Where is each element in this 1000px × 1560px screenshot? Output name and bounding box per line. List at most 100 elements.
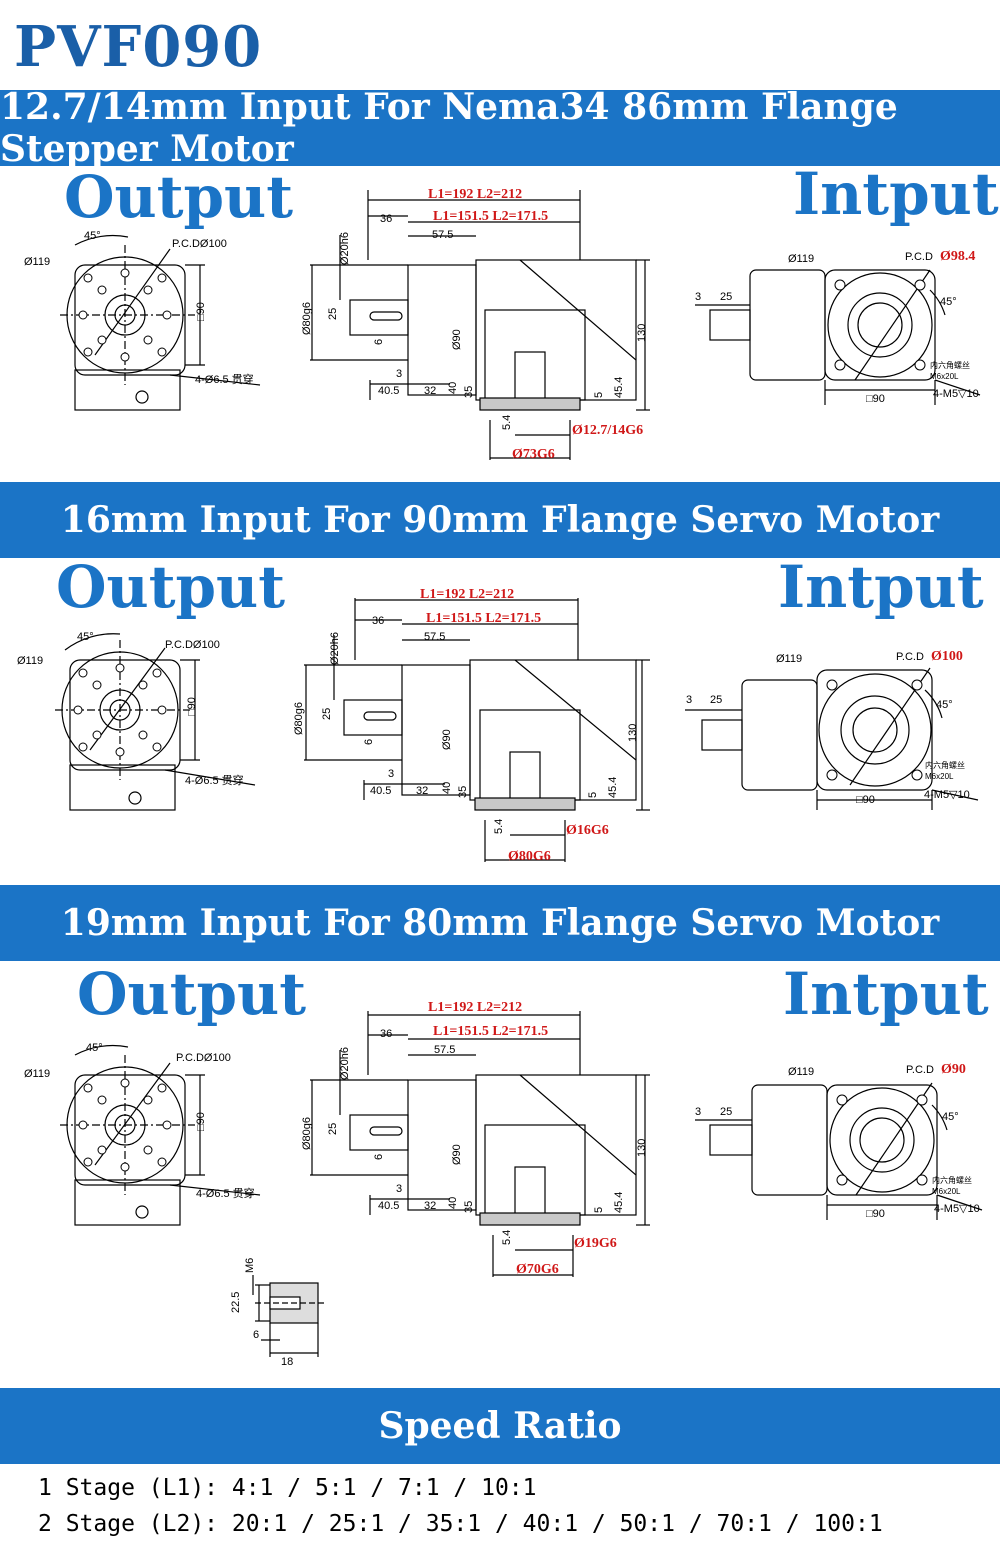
- section-banner-1: 12.7/14mm Input For Nema34 86mm Flange S…: [0, 86, 1000, 170]
- dim-bore: Ø16G6: [566, 823, 609, 838]
- dim-l-total: L1=192 L2=212: [420, 587, 514, 602]
- dim-32: 32: [416, 785, 428, 797]
- side-view-drawing-1: L1=192 L2=212 L1=151.5 L2=171.5 36 57.5 …: [301, 187, 650, 462]
- dim-angle: 45°: [84, 230, 101, 242]
- dim-l-total: L1=192 L2=212: [428, 187, 522, 202]
- dim-pilot: Ø80G6: [508, 849, 551, 864]
- dim-6: 6: [373, 1154, 385, 1160]
- dim-18: 18: [281, 1356, 293, 1368]
- input-view-drawing-1: Ø119 P.C.D Ø98.4 45° 3 25 内六角螺丝 M6x20L □…: [695, 249, 981, 405]
- dim-bore: Ø19G6: [574, 1236, 617, 1251]
- dim-32: 32: [424, 1200, 436, 1212]
- dim-6: 6: [363, 739, 375, 745]
- side-view-drawing-3: L1=192 L2=212 L1=151.5 L2=171.5 36 57.5 …: [301, 1000, 650, 1277]
- dim-shaft-h6: Ø20h6: [339, 232, 351, 265]
- product-title: PVF090: [14, 14, 263, 80]
- dim-57-5: 57.5: [424, 631, 445, 643]
- dim-pcd-value: Ø90: [941, 1062, 966, 1077]
- dim-45-4: 45.4: [607, 777, 619, 798]
- dim-square: □90: [866, 1208, 885, 1220]
- dim-57-5: 57.5: [434, 1044, 455, 1056]
- dim-40: 40: [447, 382, 459, 394]
- dim-90: Ø90: [451, 329, 463, 350]
- dim-5-4: 5.4: [493, 819, 505, 834]
- dim-40: 40: [447, 1197, 459, 1209]
- dim-pilot: Ø73G6: [512, 447, 555, 462]
- stage-2-ratios: 2 Stage (L2): 20:1 / 25:1 / 35:1 / 40:1 …: [38, 1511, 883, 1537]
- dim-25: 25: [710, 694, 722, 706]
- input-view-drawing-2: Ø119 P.C.D Ø100 45° 3 25 内六角螺丝 M6x20L □9…: [685, 649, 979, 810]
- dim-pcd-prefix: P.C.D: [896, 651, 924, 663]
- screw-spec: M6x20L: [930, 372, 959, 381]
- dim-5: 5: [593, 392, 605, 398]
- dim-35: 35: [463, 386, 475, 398]
- stage-1-ratios: 1 Stage (L1): 4:1 / 5:1 / 7:1 / 10:1: [38, 1475, 537, 1501]
- dim-3: 3: [388, 768, 394, 780]
- dim-angle: 45°: [86, 1042, 103, 1054]
- output-label-3: Output: [77, 960, 306, 1028]
- dim-holes: 4-Ø6.5 贯穿: [185, 773, 244, 787]
- dim-bore: Ø12.7/14G6: [572, 423, 643, 438]
- dim-32: 32: [424, 385, 436, 397]
- dim-dia: Ø119: [24, 1068, 50, 1080]
- dim-130: 130: [636, 1139, 648, 1157]
- dim-5: 5: [587, 792, 599, 798]
- side-view-drawing-2: L1=192 L2=212 L1=151.5 L2=171.5 36 57.5 …: [293, 587, 650, 864]
- output-label-1: Output: [64, 163, 293, 231]
- dim-pcd-value: Ø98.4: [940, 249, 975, 264]
- dim-angle: 45°: [77, 631, 94, 643]
- dim-5: 5: [593, 1207, 605, 1213]
- dim-square: □90: [195, 302, 207, 321]
- dim-holes: 4-Ø6.5 贯穿: [195, 372, 254, 386]
- dim-thread: 4-M5▽10: [933, 388, 979, 400]
- dim-130: 130: [636, 324, 648, 342]
- dim-thread: 4-M5▽10: [924, 789, 970, 801]
- dim-dia: Ø119: [17, 655, 43, 667]
- dim-pcd-value: Ø100: [931, 649, 963, 664]
- dim-pilot: Ø70G6: [516, 1262, 559, 1277]
- dim-shaft-h6: Ø20h6: [339, 1047, 351, 1080]
- output-label-2: Output: [56, 553, 285, 621]
- screw-spec: M6x20L: [925, 772, 954, 781]
- dim-5-4: 5.4: [501, 415, 513, 430]
- screw-label: 内六角螺丝: [930, 360, 970, 370]
- dim-dia: Ø119: [788, 1066, 814, 1078]
- speed-ratio-banner: Speed Ratio: [0, 1388, 1000, 1464]
- dim-shaft-h6: Ø20h6: [329, 632, 341, 665]
- dim-holes: 4-Ø6.5 贯穿: [196, 1186, 255, 1200]
- dim-angle: 45°: [936, 699, 953, 711]
- input-view-drawing-3: Ø119 P.C.D Ø90 45° 3 25 内六角螺丝 M6x20L □90…: [695, 1062, 983, 1220]
- dim-45-4: 45.4: [613, 377, 625, 398]
- dim-35: 35: [463, 1201, 475, 1213]
- dim-square: □90: [856, 794, 875, 806]
- dim-3: 3: [695, 1106, 701, 1118]
- dim-dia: Ø119: [788, 253, 814, 265]
- dim-pcd-prefix: P.C.D: [906, 1064, 934, 1076]
- dim-shaft-g6: Ø80g6: [301, 1117, 313, 1150]
- dim-square: □90: [186, 697, 198, 716]
- dim-3: 3: [686, 694, 692, 706]
- speed-ratio-list: 1 Stage (L1): 4:1 / 5:1 / 7:1 / 10:1 2 S…: [38, 1470, 883, 1542]
- shaft-detail-drawing: M6 22.5 6 18: [230, 1258, 325, 1368]
- dim-25: 25: [327, 308, 339, 320]
- output-view-drawing-1: Ø119 45° P.C.DØ100 □90 4-Ø6.5 贯穿: [24, 230, 261, 411]
- dim-pcd-prefix: P.C.D: [905, 251, 933, 263]
- dim-40-5: 40.5: [378, 1200, 399, 1212]
- dim-l-body: L1=151.5 L2=171.5: [426, 611, 541, 626]
- dim-40: 40: [441, 782, 453, 794]
- dim-3: 3: [695, 291, 701, 303]
- dim-l-body: L1=151.5 L2=171.5: [433, 1024, 548, 1039]
- dim-22-5: 22.5: [230, 1292, 242, 1313]
- output-view-drawing-3: Ø119 45° P.C.DØ100 □90 4-Ø6.5 贯穿: [24, 1042, 261, 1226]
- dim-square: □90: [195, 1112, 207, 1131]
- input-label-3: Intput: [783, 960, 989, 1028]
- dim-5-4: 5.4: [501, 1230, 513, 1245]
- dim-40-5: 40.5: [370, 785, 391, 797]
- input-label-2: Intput: [778, 553, 984, 621]
- dim-shaft-g6: Ø80g6: [293, 702, 305, 735]
- output-view-drawing-2: Ø119 45° P.C.DØ100 □90 4-Ø6.5 贯穿: [17, 631, 256, 811]
- dim-pcd: P.C.DØ100: [165, 639, 220, 651]
- dim-dia: Ø119: [24, 256, 50, 268]
- dim-35: 35: [457, 786, 469, 798]
- dim-90: Ø90: [451, 1144, 463, 1165]
